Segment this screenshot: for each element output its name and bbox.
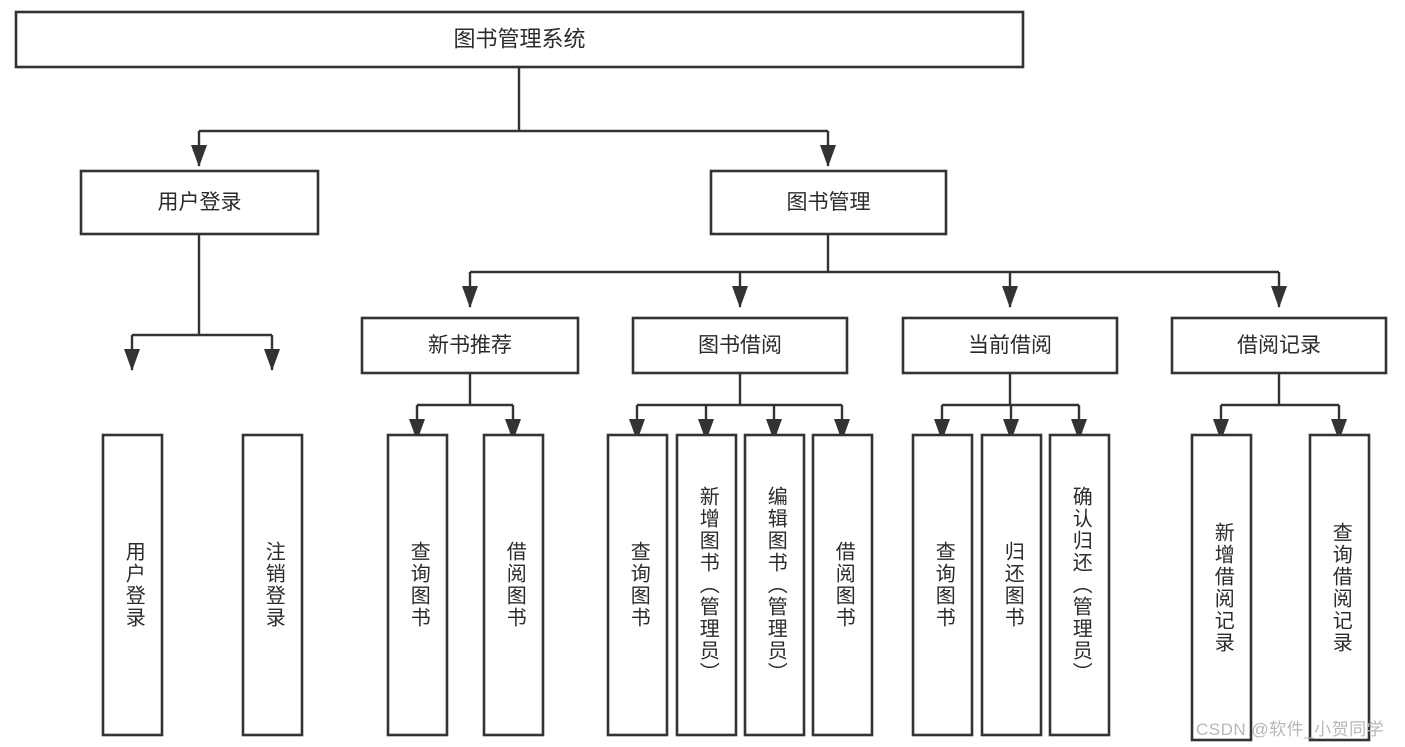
- node-leaf-query-book-3[interactable]: [911, 433, 974, 737]
- node-box-new-book-recommend: [360, 316, 580, 375]
- connectors-layer: [124, 67, 1347, 441]
- connector-arrowhead: [766, 419, 782, 441]
- node-borrow-record[interactable]: [1170, 316, 1388, 375]
- connector-arrowhead: [1002, 286, 1018, 308]
- node-label-current-borrow: 当前借阅: [968, 334, 1052, 357]
- node-leaf-edit-book[interactable]: [743, 433, 806, 737]
- node-box-user-login: [79, 169, 320, 236]
- node-box-leaf-confirm-return: [1048, 433, 1111, 737]
- node-leaf-query-book-1[interactable]: [386, 433, 449, 737]
- node-box-leaf-user-login: [101, 433, 164, 737]
- connector-arrowhead: [124, 349, 140, 371]
- connector-arrowhead: [629, 419, 645, 441]
- node-box-book-borrow: [631, 316, 849, 375]
- connector-arrowhead: [409, 419, 425, 441]
- node-box-borrow-record: [1170, 316, 1388, 375]
- node-leaf-borrow-book-2[interactable]: [811, 433, 874, 737]
- node-box-leaf-return-book: [980, 433, 1043, 737]
- connector-arrowhead: [264, 349, 280, 371]
- node-box-leaf-edit-book: [743, 433, 806, 737]
- connector-arrowhead: [820, 145, 836, 167]
- node-user-login[interactable]: [79, 169, 320, 236]
- node-box-book-manage: [709, 169, 948, 236]
- node-box-leaf-add-book: [675, 433, 738, 737]
- connector-arrowhead: [462, 286, 478, 308]
- node-leaf-add-book[interactable]: [675, 433, 738, 737]
- node-box-current-borrow: [901, 316, 1119, 375]
- node-new-book-recommend[interactable]: [360, 316, 580, 375]
- connector-arrowhead: [505, 419, 521, 441]
- node-root[interactable]: [14, 10, 1025, 69]
- node-leaf-add-record[interactable]: [1190, 433, 1253, 742]
- node-label-borrow-record: 借阅记录: [1237, 334, 1321, 357]
- node-leaf-query-record[interactable]: [1308, 433, 1371, 742]
- node-label-new-book-recommend: 新书推荐: [428, 334, 512, 357]
- node-box-root: [14, 10, 1025, 69]
- boxes-layer: [14, 10, 1388, 742]
- node-leaf-return-book[interactable]: [980, 433, 1043, 737]
- node-box-leaf-query-book-3: [911, 433, 974, 737]
- node-box-leaf-query-book-1: [386, 433, 449, 737]
- node-leaf-user-login[interactable]: [101, 433, 164, 737]
- connector-arrowhead: [1271, 286, 1287, 308]
- node-book-borrow[interactable]: [631, 316, 849, 375]
- connector-arrowhead: [1331, 419, 1347, 441]
- node-box-leaf-query-record: [1308, 433, 1371, 742]
- node-leaf-query-book-2[interactable]: [606, 433, 669, 737]
- node-label-book-borrow: 图书借阅: [698, 334, 782, 357]
- connector-arrowhead: [698, 419, 714, 441]
- node-box-leaf-add-record: [1190, 433, 1253, 742]
- connector-arrowhead: [1071, 419, 1087, 441]
- node-label-root: 图书管理系统: [453, 26, 585, 51]
- node-box-leaf-borrow-book-1: [482, 433, 545, 737]
- node-current-borrow[interactable]: [901, 316, 1119, 375]
- node-leaf-borrow-book-1[interactable]: [482, 433, 545, 737]
- node-box-leaf-borrow-book-2: [811, 433, 874, 737]
- node-box-leaf-logout: [241, 433, 304, 737]
- node-leaf-logout[interactable]: [241, 433, 304, 737]
- connector-arrowhead: [191, 145, 207, 167]
- connector-arrowhead: [1213, 419, 1229, 441]
- connector-arrowhead: [732, 286, 748, 308]
- node-book-manage[interactable]: [709, 169, 948, 236]
- node-label-user-login: 用户登录: [158, 191, 242, 214]
- node-label-book-manage: 图书管理: [787, 191, 871, 214]
- connector-arrowhead: [1003, 419, 1019, 441]
- node-leaf-confirm-return[interactable]: [1048, 433, 1111, 737]
- watermark-credit: CSDN @软件_小贺同学: [1196, 720, 1385, 739]
- node-box-leaf-query-book-2: [606, 433, 669, 737]
- connector-arrowhead: [834, 419, 850, 441]
- connector-arrowhead: [934, 419, 950, 441]
